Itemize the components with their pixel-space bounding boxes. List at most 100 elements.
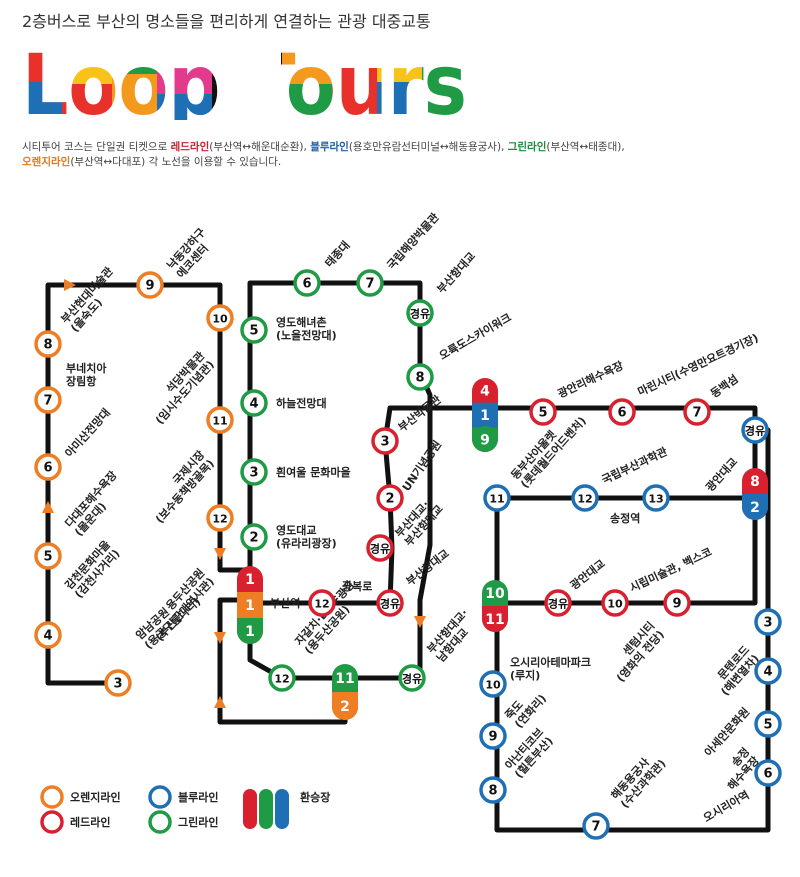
direction-arrow bbox=[414, 616, 426, 628]
station-label: 오시리아역 bbox=[701, 787, 752, 824]
station-label-line: 광복로 bbox=[342, 579, 372, 593]
station-label: 영도대교(유라리광장) bbox=[276, 523, 337, 550]
station-number: 11 bbox=[212, 415, 227, 428]
hub-number: 10 bbox=[485, 586, 505, 602]
station-label-line: 송정역 bbox=[610, 511, 640, 525]
station-circle bbox=[406, 363, 434, 391]
page-title: 2층버스로 부산의 명소들을 편리하게 연결하는 관광 대중교통 bbox=[22, 12, 431, 31]
station-circle bbox=[356, 269, 384, 297]
station-number: 3 bbox=[249, 466, 258, 481]
station-circle bbox=[268, 664, 296, 692]
legend-transfer-swatch bbox=[275, 789, 289, 829]
station-number: 경유 bbox=[370, 542, 390, 556]
station-label: 센텀시티(영화의 전당) bbox=[604, 619, 667, 685]
station-circle bbox=[240, 458, 268, 486]
desc-orange-name: 오렌지라인 bbox=[22, 156, 71, 168]
station-label-line: 부네치아 bbox=[66, 361, 107, 375]
station-circle bbox=[34, 330, 62, 358]
station-number: 6 bbox=[763, 767, 772, 782]
station-number: 4 bbox=[249, 397, 258, 412]
station-number: 3 bbox=[380, 435, 389, 450]
station-number: 5 bbox=[538, 406, 547, 421]
desc-green-name: 그린라인 bbox=[507, 141, 547, 153]
hub-segment-end bbox=[742, 494, 768, 520]
station-marker[interactable]: 6 태종대 bbox=[293, 238, 353, 297]
legend-label: 그린라인 bbox=[178, 815, 218, 829]
legend-transfer: 환승장 bbox=[243, 789, 330, 829]
station-label: 죽도(연화리) bbox=[503, 683, 549, 730]
station-number: 12 bbox=[577, 493, 592, 506]
station-circle bbox=[571, 484, 599, 512]
desc-green-desc: (부산역↔태종대), bbox=[546, 141, 625, 153]
hub-segment-end bbox=[332, 694, 358, 720]
transfer-hub[interactable]: 112 bbox=[332, 664, 358, 720]
legend-orange: 오렌지라인 bbox=[40, 785, 121, 809]
station-circle bbox=[683, 398, 711, 426]
transfer-hub[interactable]: 111 bbox=[237, 566, 263, 644]
station-number: 10 bbox=[485, 679, 501, 692]
station-number: 경유 bbox=[548, 597, 568, 611]
station-circle bbox=[376, 589, 404, 617]
hub-number: 9 bbox=[480, 433, 490, 449]
transfer-hub[interactable]: 82 bbox=[742, 468, 768, 520]
station-circle bbox=[479, 670, 507, 698]
station-circle bbox=[240, 523, 268, 551]
station-number: 4 bbox=[763, 665, 772, 680]
station-label: 태종대 bbox=[322, 238, 353, 270]
station-label: 광안리해수욕장 bbox=[555, 358, 625, 401]
station-circle bbox=[529, 398, 557, 426]
station-label-line: 부산박물관 bbox=[395, 392, 444, 434]
station-number: 5 bbox=[249, 324, 258, 339]
station-label-line: (루지) bbox=[510, 668, 540, 682]
hub-number: 8 bbox=[750, 474, 760, 490]
hub-number: 1 bbox=[480, 408, 490, 424]
loop-tours-logo: Loop Tours bbox=[22, 44, 467, 120]
direction-arrow bbox=[42, 501, 54, 513]
hub-segment bbox=[472, 402, 498, 428]
station-label: 시립미술관, 벡스코 bbox=[627, 544, 714, 594]
legend-green: 그린라인 bbox=[148, 810, 218, 834]
station-circle bbox=[406, 299, 434, 327]
hub-segment-end bbox=[237, 618, 263, 644]
station-label-line: 마린시티(수영만요트경기장) bbox=[635, 330, 760, 398]
transfer-hub[interactable]: 419 bbox=[472, 378, 498, 452]
legend-label: 오렌지라인 bbox=[70, 790, 121, 804]
station-circle bbox=[582, 812, 610, 840]
desc-red-desc: (부산역↔해운대순환), bbox=[209, 141, 311, 153]
station-label-line: (노을전망대) bbox=[276, 328, 337, 342]
station-number: 12 bbox=[212, 513, 227, 526]
station-circle bbox=[663, 589, 691, 617]
station-label: 낙동강하구에코센터 bbox=[164, 225, 218, 281]
station-label: 국립해양박물관 bbox=[384, 210, 442, 272]
station-number: 9 bbox=[145, 279, 154, 294]
legend-swatch bbox=[148, 785, 172, 809]
station-circle bbox=[293, 269, 321, 297]
hub-segment-end bbox=[482, 606, 508, 632]
station-number: 7 bbox=[591, 820, 600, 835]
station-label-line: 오륙도스카이워크 bbox=[437, 310, 514, 363]
station-label: 부산박물관 bbox=[395, 392, 444, 434]
station-number: 6 bbox=[617, 406, 626, 421]
station-label-line: 오시리아테마파크 bbox=[510, 655, 591, 669]
station-circle bbox=[642, 484, 670, 512]
station-number: 6 bbox=[302, 277, 311, 292]
station-circle bbox=[206, 304, 234, 332]
station-circle bbox=[741, 416, 769, 444]
legend-red: 레드라인 bbox=[40, 810, 110, 834]
station-label: 국립부산과학관 bbox=[599, 444, 669, 487]
station-marker[interactable]: 10 오시리아테마파크(루지) bbox=[479, 655, 591, 698]
